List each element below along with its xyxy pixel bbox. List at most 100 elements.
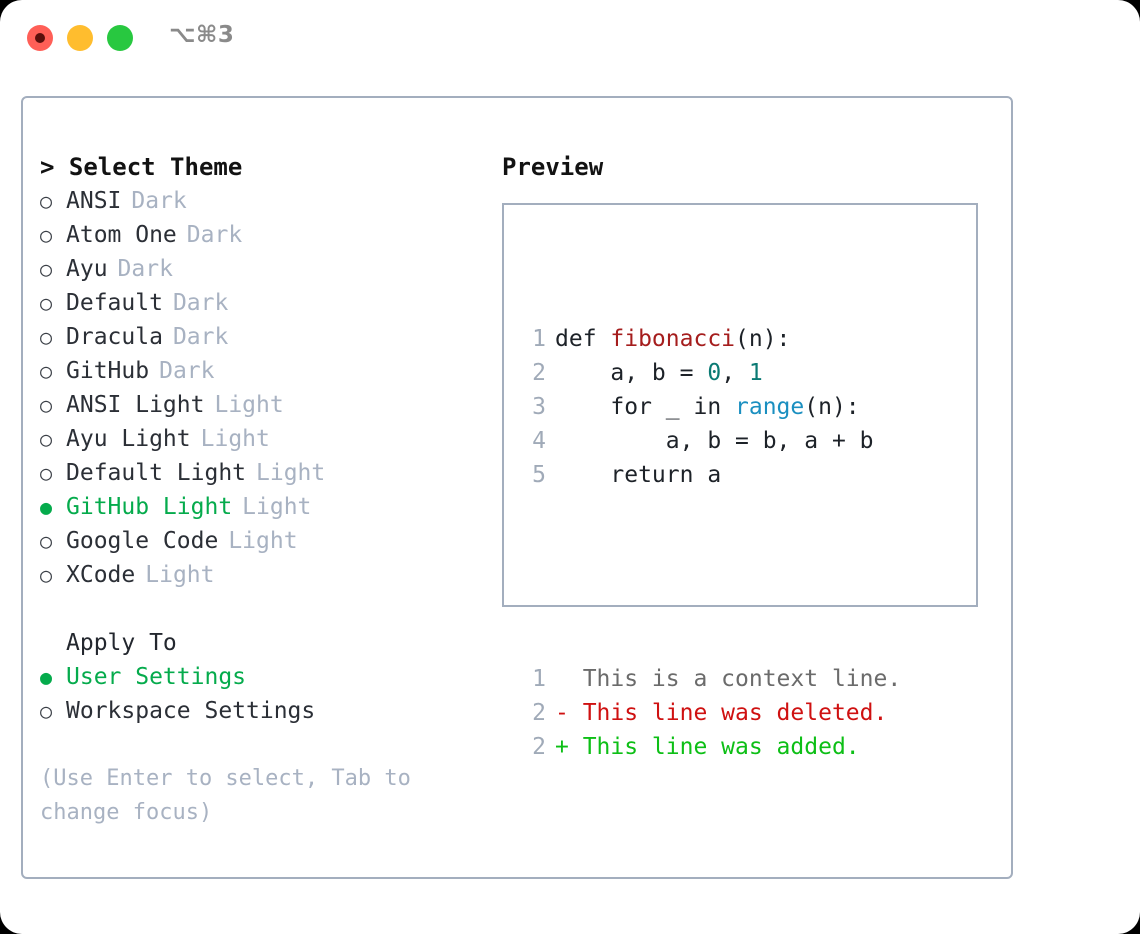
line-number: 2 <box>532 700 546 726</box>
diff-line-text: This is a context line. <box>555 666 902 692</box>
theme-option-kind-badge: Light <box>228 528 298 554</box>
code-token-num: 1 <box>748 360 763 386</box>
radio-unselected-icon: ○ <box>40 529 53 553</box>
title-bar: ⌥⌘3 <box>0 0 1140 78</box>
theme-option-label: Google Code <box>66 528 219 554</box>
theme-option-kind-badge: Dark <box>131 188 187 214</box>
radio-unselected-icon: ○ <box>40 699 53 723</box>
theme-option-kind-badge: Dark <box>159 358 215 384</box>
diff-line-add: 2+ This line was added. <box>516 730 901 764</box>
code-token-plain: return a <box>555 462 722 488</box>
theme-option-label: Dracula <box>66 324 163 350</box>
radio-selected-icon: ● <box>40 665 53 689</box>
theme-option-label: GitHub <box>66 358 150 384</box>
theme-option-atom-one[interactable]: ○ Atom One Dark <box>40 218 470 252</box>
line-number: 4 <box>532 428 546 454</box>
theme-list-header: > Select Theme <box>40 150 470 184</box>
theme-option-label: ANSI Light <box>66 392 205 418</box>
code-token-plain: a, b = <box>555 360 708 386</box>
code-line-text: return a <box>546 458 721 492</box>
radio-unselected-icon: ○ <box>40 393 53 417</box>
diff-sample: 1 This is a context line. 2 - This line wa… <box>516 662 901 764</box>
code-token-num: 0 <box>707 360 722 386</box>
code-line: 3 for _ in range(n): <box>516 390 901 424</box>
radio-unselected-icon: ○ <box>40 461 53 485</box>
theme-option-kind-badge: Light <box>214 392 284 418</box>
radio-unselected-icon: ○ <box>40 257 53 281</box>
code-token-plain: (n): <box>804 394 860 420</box>
theme-option-label: XCode <box>66 562 136 588</box>
keyboard-hint: (Use Enter to select, Tab to change focu… <box>40 766 425 825</box>
radio-unselected-icon: ○ <box>40 189 53 213</box>
code-line: 2 a, b = 0, 1 <box>516 356 901 390</box>
code-line-text: for _ in range(n): <box>546 390 860 424</box>
apply-to-option-label: User Settings <box>66 664 247 690</box>
section-spacer <box>40 592 470 626</box>
line-number: 5 <box>532 462 546 488</box>
diff-line-ctx: 1 This is a context line. <box>516 662 901 696</box>
theme-option-label: GitHub Light <box>66 494 233 520</box>
theme-option-kind-badge: Dark <box>172 324 229 350</box>
diff-line-del: 2 - This line was deleted. <box>516 696 901 730</box>
line-number: 2 <box>532 734 546 760</box>
apply-to-header: Apply To <box>66 630 177 656</box>
theme-option-ansi[interactable]: ○ ANSI Dark <box>40 184 470 218</box>
code-token-plain: def <box>555 326 611 352</box>
theme-option-github[interactable]: ○ GitHub Dark <box>40 354 470 388</box>
line-number: 1 <box>532 666 546 692</box>
code-token-plain: for _ in <box>555 394 736 420</box>
code-line: 5 return a <box>516 458 901 492</box>
theme-option-label: Atom One <box>66 222 177 248</box>
code-line-text: a, b = 0, 1 <box>546 356 763 390</box>
code-token-fn: fibonacci <box>610 326 736 352</box>
line-number: 2 <box>532 360 546 386</box>
theme-option-kind-badge: Light <box>145 562 215 588</box>
radio-unselected-icon: ○ <box>40 427 53 451</box>
apply-to-options-list[interactable]: ● User Settings ○ Workspace Settings <box>40 660 470 728</box>
theme-option-kind-badge: Light <box>256 460 326 486</box>
close-button[interactable] <box>27 25 53 51</box>
radio-unselected-icon: ○ <box>40 359 53 383</box>
apply-to-option-label: Workspace Settings <box>66 698 316 724</box>
radio-selected-icon: ● <box>40 495 53 519</box>
code-token-plain: , <box>721 360 749 386</box>
line-number: 1 <box>532 326 546 352</box>
code-line-text: def fibonacci(n): <box>546 322 790 356</box>
maximize-button[interactable] <box>107 25 133 51</box>
theme-option-kind-badge: Dark <box>117 256 173 282</box>
minimize-button[interactable] <box>67 25 93 51</box>
theme-option-label: Default <box>66 290 163 316</box>
apply-to-option-user-settings[interactable]: ● User Settings <box>40 660 470 694</box>
theme-option-label: Default Light <box>66 460 247 486</box>
window-controls <box>27 25 133 51</box>
line-number: 3 <box>532 394 546 420</box>
diff-line-text: - This line was deleted. <box>555 700 888 726</box>
radio-unselected-icon: ○ <box>40 223 53 247</box>
theme-option-label: Ayu Light <box>66 426 191 452</box>
apply-to-option-workspace-settings[interactable]: ○ Workspace Settings <box>40 694 470 728</box>
theme-option-default-light[interactable]: ○ Default Light Light <box>40 456 470 490</box>
code-token-plain: (n): <box>735 326 791 352</box>
theme-option-ansi-light[interactable]: ○ ANSI Light Light <box>40 388 470 422</box>
theme-option-google-code[interactable]: ○ Google Code Light <box>40 524 470 558</box>
code-token-builtin: range <box>735 394 805 420</box>
theme-option-label: ANSI <box>66 188 122 214</box>
code-line: 4 a, b = b, a + b <box>516 424 901 458</box>
keyboard-shortcut-label: ⌥⌘3 <box>169 22 235 48</box>
code-line-text: a, b = b, a + b <box>546 424 874 458</box>
theme-option-kind-badge: Dark <box>186 222 243 248</box>
